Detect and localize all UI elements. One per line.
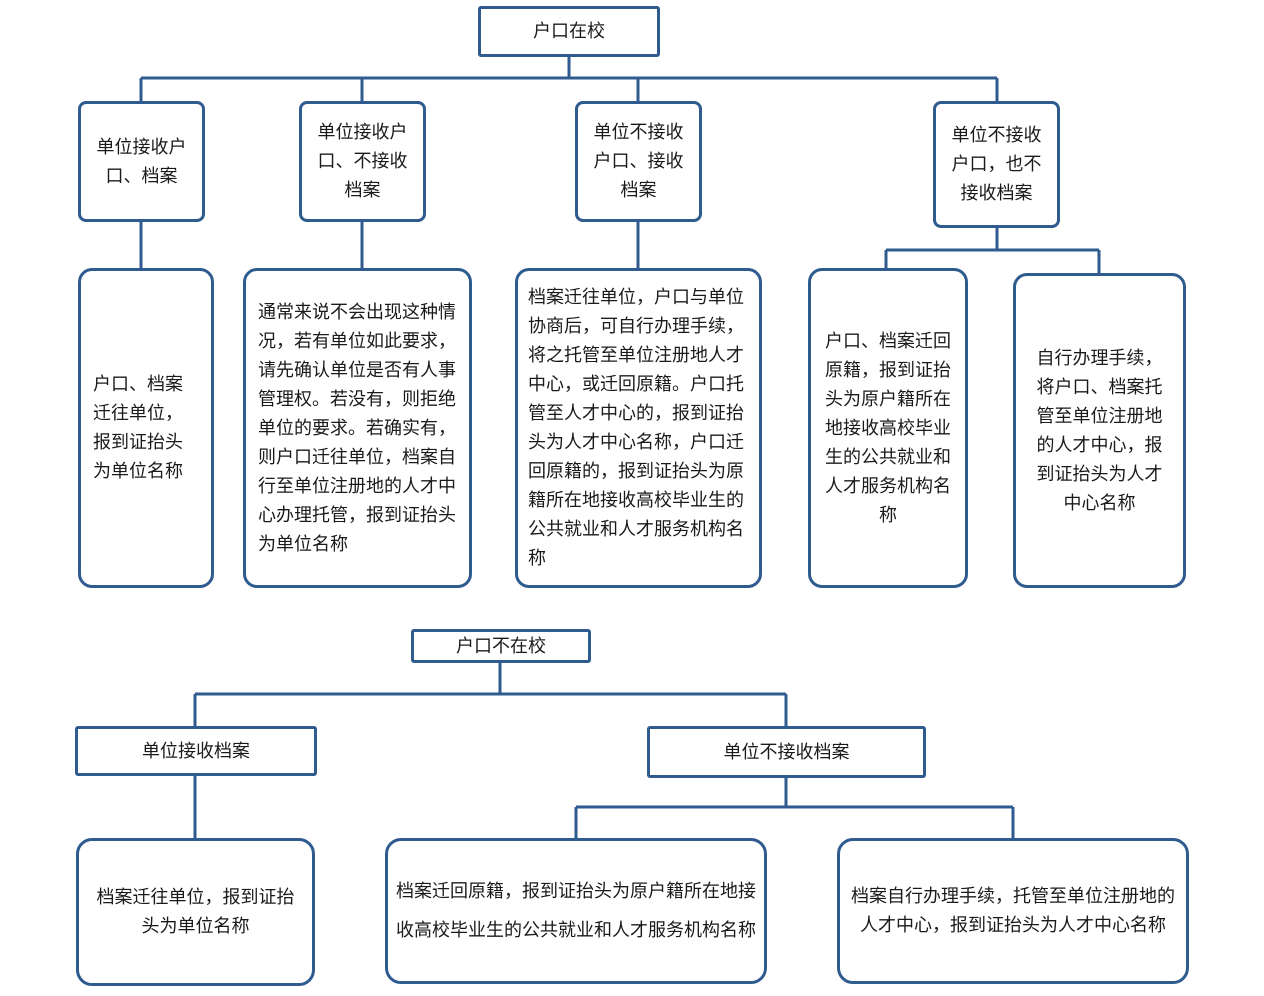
result-node-3: 档案迁往单位，户口与单位协商后，可自行办理手续，将之托管至单位注册地人才中心，或… — [515, 268, 762, 588]
result-node-text: 自行办理手续，将户口、档案托管至单位注册地的人才中心，报到证抬头为人才中心名称 — [1036, 347, 1163, 514]
result-node-1: 户口、档案迁往单位，报到证抬头为单位名称 — [78, 268, 214, 588]
root-node-hukou-not-in-school: 户口不在校 — [411, 629, 591, 663]
case-node-label: 单位接收户口、不接收档案 — [317, 122, 408, 201]
root-node-label: 户口在校 — [533, 21, 605, 42]
case-node-accept-hukou-and-file: 单位接收户口、档案 — [78, 101, 205, 222]
root-node-label: 户口不在校 — [456, 635, 546, 657]
case-node-label: 单位不接收户口、接收档案 — [593, 122, 684, 201]
result-node-text: 档案迁回原籍，报到证抬头为原户籍所在地接收高校毕业生的公共就业和人才服务机构名称 — [396, 881, 756, 941]
result-node-text: 档案迁往单位，户口与单位协商后，可自行办理手续，将之托管至单位注册地人才中心，或… — [528, 287, 744, 569]
case-node-accept-hukou-not-file: 单位接收户口、不接收档案 — [299, 101, 426, 222]
case-node-not-accept-file: 单位不接收档案 — [647, 726, 926, 778]
result-node-text: 档案自行办理手续，托管至单位注册地的人才中心，报到证抬头为人才中心名称 — [851, 886, 1175, 936]
case-node-label: 单位不接收档案 — [723, 741, 850, 763]
case-node-not-hukou-accept-file: 单位不接收户口、接收档案 — [575, 101, 702, 222]
result-node-4: 户口、档案迁回原籍，报到证抬头为原户籍所在地接收高校毕业生的公共就业和人才服务机… — [808, 268, 968, 588]
result-node-7: 档案迁回原籍，报到证抬头为原户籍所在地接收高校毕业生的公共就业和人才服务机构名称 — [385, 838, 767, 984]
result-node-5: 自行办理手续，将户口、档案托管至单位注册地的人才中心，报到证抬头为人才中心名称 — [1013, 273, 1186, 588]
root-node-hukou-in-school: 户口在校 — [478, 6, 660, 57]
result-node-text: 户口、档案迁回原籍，报到证抬头为原户籍所在地接收高校毕业生的公共就业和人才服务机… — [825, 330, 951, 526]
case-node-neither: 单位不接收户口，也不接收档案 — [933, 101, 1060, 228]
result-node-text: 户口、档案迁往单位，报到证抬头为单位名称 — [93, 374, 183, 482]
result-node-8: 档案自行办理手续，托管至单位注册地的人才中心，报到证抬头为人才中心名称 — [837, 838, 1189, 984]
case-node-label: 单位不接收户口，也不接收档案 — [951, 125, 1042, 204]
result-node-6: 档案迁往单位，报到证抬头为单位名称 — [76, 838, 315, 986]
case-node-accept-file: 单位接收档案 — [75, 726, 317, 776]
result-node-2: 通常来说不会出现这种情况，若有单位如此要求，请先确认单位是否有人事管理权。若没有… — [243, 268, 472, 588]
case-node-label: 单位接收户口、档案 — [96, 136, 187, 187]
case-node-label: 单位接收档案 — [142, 740, 250, 762]
result-node-text: 通常来说不会出现这种情况，若有单位如此要求，请先确认单位是否有人事管理权。若没有… — [258, 301, 456, 555]
result-node-text: 档案迁往单位，报到证抬头为单位名称 — [96, 887, 295, 937]
